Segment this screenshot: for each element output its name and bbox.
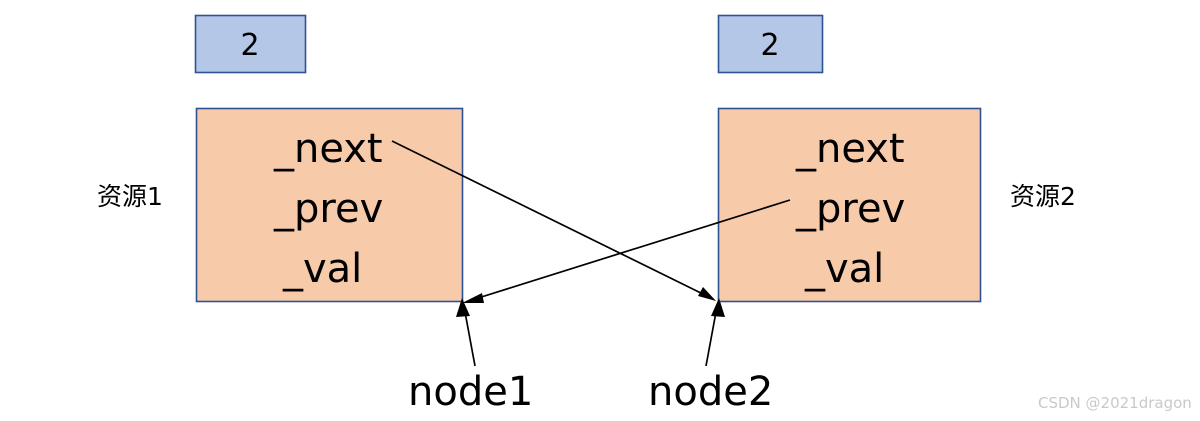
node-box-right-rect: [717, 107, 982, 303]
watermark-label: CSDN @2021dragon: [1038, 394, 1192, 412]
link-right-prev-line: [474, 199, 791, 300]
counter-right-value: 2: [760, 28, 779, 63]
resource-label-left: 资源1: [97, 182, 163, 211]
link-left-next-line: [391, 140, 710, 298]
node-box-right: _next _prev _val: [717, 107, 982, 303]
node-box-left: _next _prev _val: [195, 107, 464, 303]
pointer-node1-arrowhead: [456, 298, 470, 317]
node-box-left-rect: [195, 107, 464, 303]
pointer-node2-arrowhead: [711, 298, 725, 317]
node-left-field-prev: _prev: [273, 186, 383, 232]
node-left-field-val: _val: [282, 246, 362, 292]
counter-box-left: 2: [194, 14, 307, 74]
node-right-field-next: _next: [795, 126, 905, 172]
counter-box-right: 2: [717, 14, 824, 74]
node-left-field-next: _next: [273, 126, 383, 172]
pointer-node1-label: node1: [408, 369, 533, 415]
link-right-prev: [462, 199, 791, 303]
link-right-prev-arrowhead: [462, 293, 484, 303]
pointer-node1-line: [464, 311, 476, 367]
node-right-field-prev: _prev: [795, 186, 905, 232]
counter-box-right-rect: [717, 14, 824, 74]
pointer-node1: node1: [408, 298, 533, 415]
pointer-node2-label: node2: [648, 369, 773, 415]
resource-label-right: 资源2: [1010, 182, 1076, 211]
pointer-node2: node2: [648, 298, 773, 415]
counter-box-left-rect: [194, 14, 307, 74]
pointer-node2-line: [705, 311, 717, 367]
node-right-field-val: _val: [804, 246, 884, 292]
link-left-next: [391, 140, 716, 301]
counter-left-value: 2: [240, 28, 259, 63]
link-left-next-arrowhead: [698, 287, 716, 301]
